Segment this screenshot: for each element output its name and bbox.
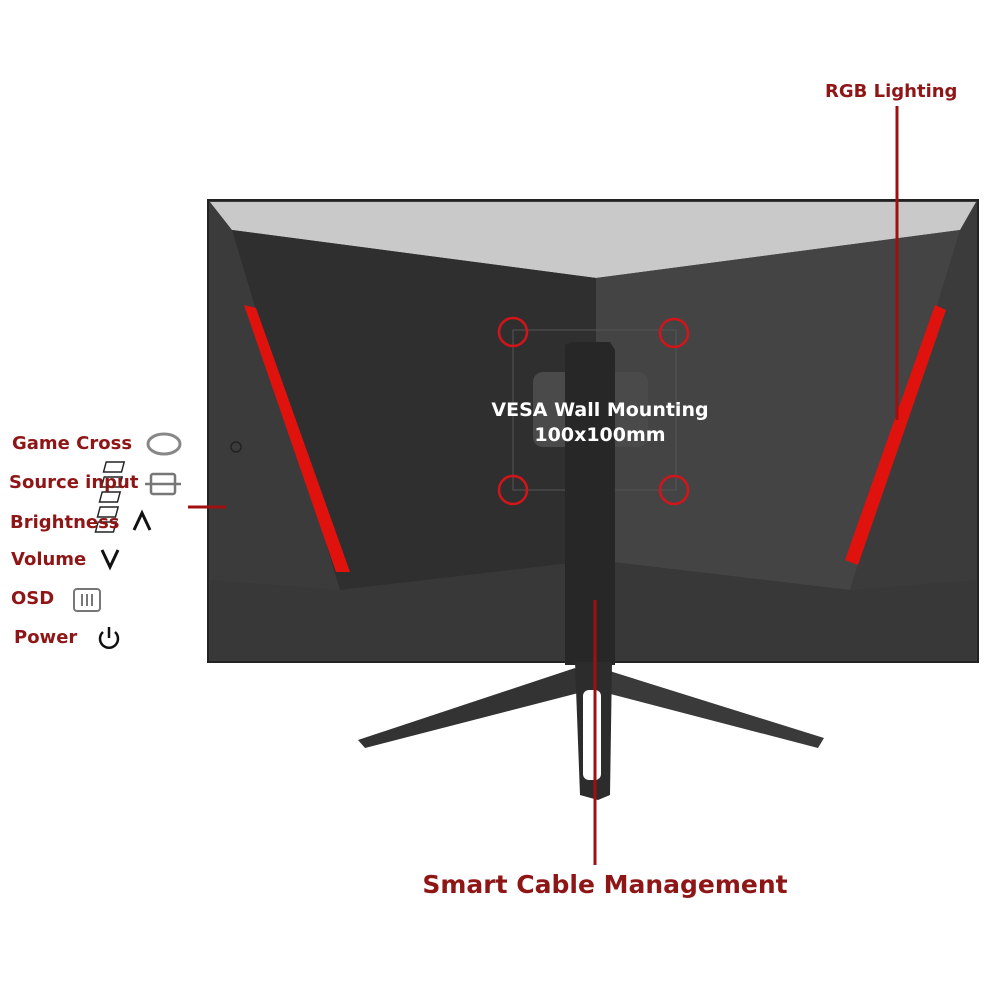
stand-leg-right (595, 668, 824, 748)
cable-management-label: Smart Cable Management (422, 870, 788, 899)
vesa-label: VESA Wall Mounting 100x100mm (440, 398, 760, 448)
stand-neck (565, 342, 615, 665)
top-bezel (210, 202, 976, 278)
control-label-osd: OSD (11, 588, 55, 609)
vesa-line-1: VESA Wall Mounting (491, 399, 709, 421)
vesa-line-2: 100x100mm (534, 424, 666, 446)
vesa-hole-markers (497, 316, 690, 506)
rgb-strip-right (845, 305, 946, 565)
control-label-game-cross: Game Cross (12, 433, 133, 454)
control-buttons (94, 441, 242, 533)
stand-leg-left (358, 668, 590, 748)
rgb-lighting-label: RGB Lighting (825, 81, 958, 102)
control-label-volume: Volume (11, 549, 87, 570)
control-label-power: Power (14, 627, 78, 648)
control-label-source-input: Source input (9, 472, 139, 493)
rgb-strip-left (244, 305, 350, 572)
control-label-brightness: Brightness (10, 512, 120, 533)
